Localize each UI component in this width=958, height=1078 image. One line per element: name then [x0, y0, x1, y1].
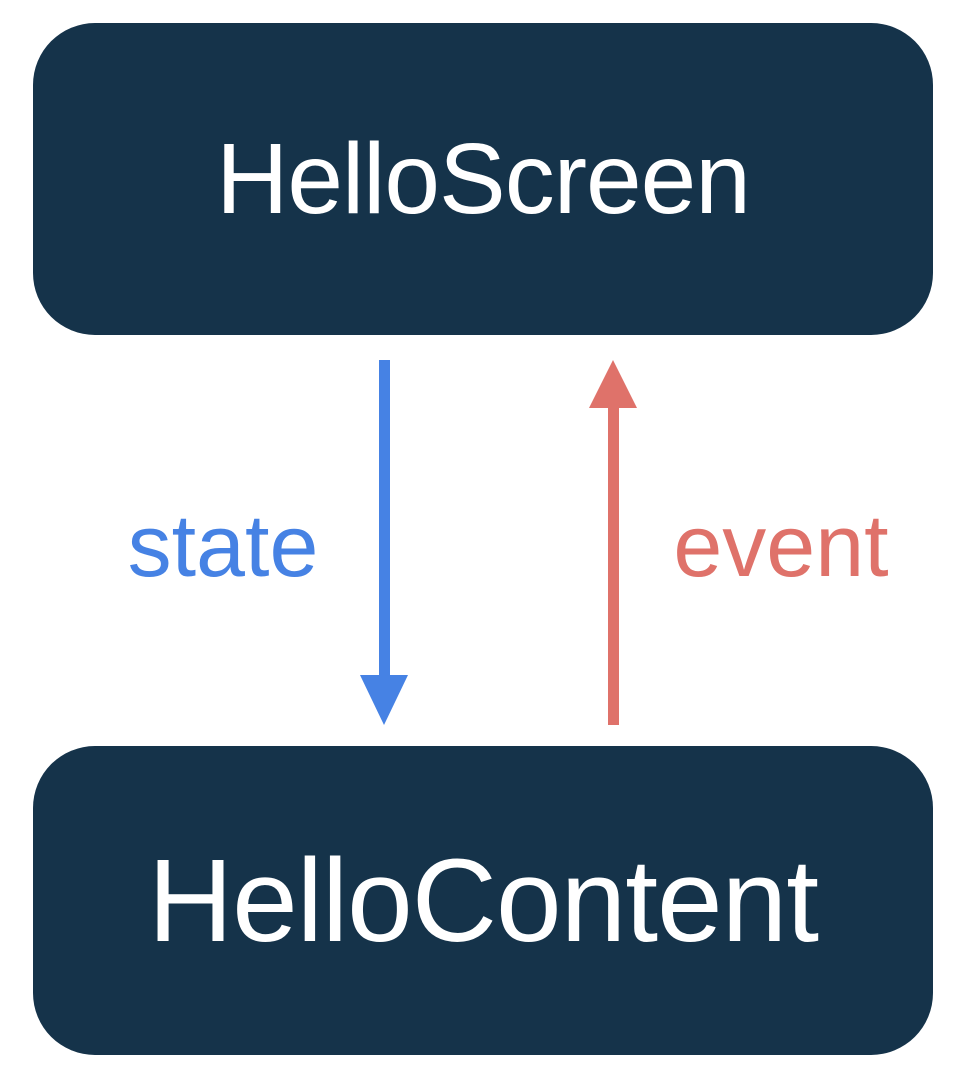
down-arrow-icon	[360, 675, 408, 725]
hello-screen-label: HelloScreen	[216, 122, 751, 235]
event-label: event	[673, 496, 889, 595]
down-arrow-shaft	[379, 360, 390, 678]
state-label: state	[127, 496, 319, 595]
up-arrow-shaft	[608, 405, 619, 725]
hello-content-box: HelloContent	[33, 746, 933, 1055]
up-arrow-icon	[589, 360, 637, 408]
hello-screen-box: HelloScreen	[33, 23, 933, 335]
hello-content-label: HelloContent	[147, 834, 819, 967]
